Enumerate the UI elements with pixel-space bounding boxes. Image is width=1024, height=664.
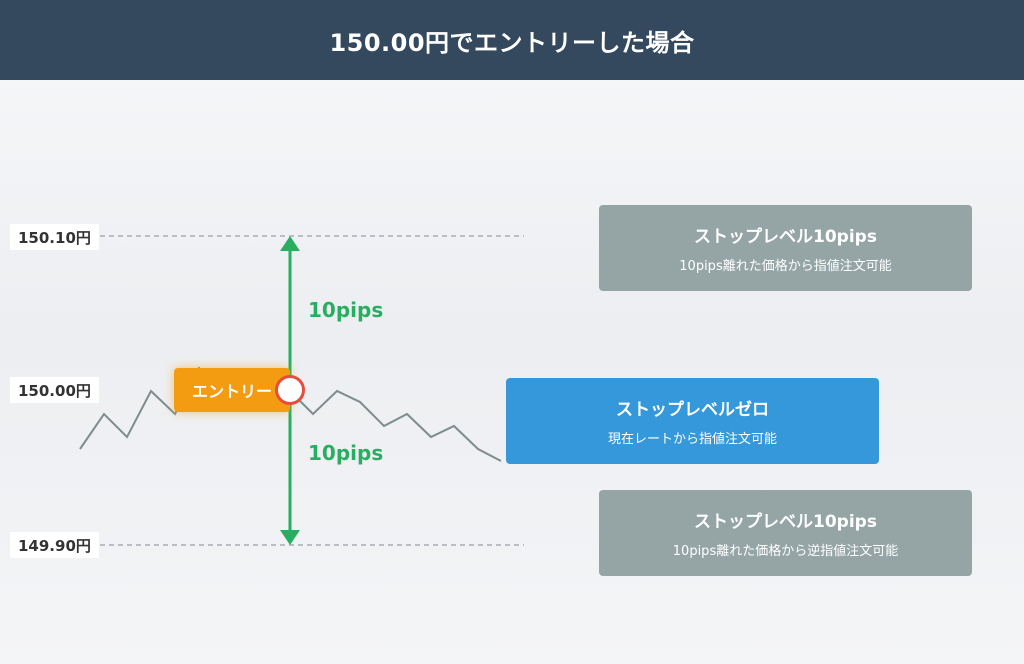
stop-level-box-lower: ストップレベル10pips 10pips離れた価格から逆指値注文可能: [599, 490, 972, 576]
header-bar: 150.00円でエントリーした場合: [0, 0, 1024, 80]
box-title: ストップレベルゼロ: [616, 400, 769, 420]
entry-badge: エントリー: [174, 368, 290, 412]
pips-label-down: 10pips: [308, 441, 384, 465]
price-label-upper: 150.10円: [10, 224, 99, 250]
box-description: 10pips離れた価格から逆指値注文可能: [672, 544, 899, 559]
arrow-up-icon: [280, 236, 300, 251]
box-title: ストップレベル10pips: [694, 227, 877, 247]
page-title: 150.00円でエントリーした場合: [329, 28, 695, 57]
box-description: 現在レートから指値注文可能: [607, 432, 777, 447]
entry-point-icon: [275, 375, 305, 405]
box-title: ストップレベル10pips: [694, 512, 877, 532]
box-description: 10pips離れた価格から指値注文可能: [679, 259, 892, 274]
price-line-right: [289, 389, 502, 462]
stop-level-box-upper: ストップレベル10pips 10pips離れた価格から指値注文可能: [599, 205, 972, 291]
price-label-entry: 150.00円: [10, 377, 99, 403]
pips-label-up: 10pips: [308, 298, 384, 322]
stop-level-box-zero: ストップレベルゼロ 現在レートから指値注文可能: [506, 378, 879, 464]
arrow-down-icon: [280, 530, 300, 545]
price-label-lower: 149.90円: [10, 532, 99, 558]
